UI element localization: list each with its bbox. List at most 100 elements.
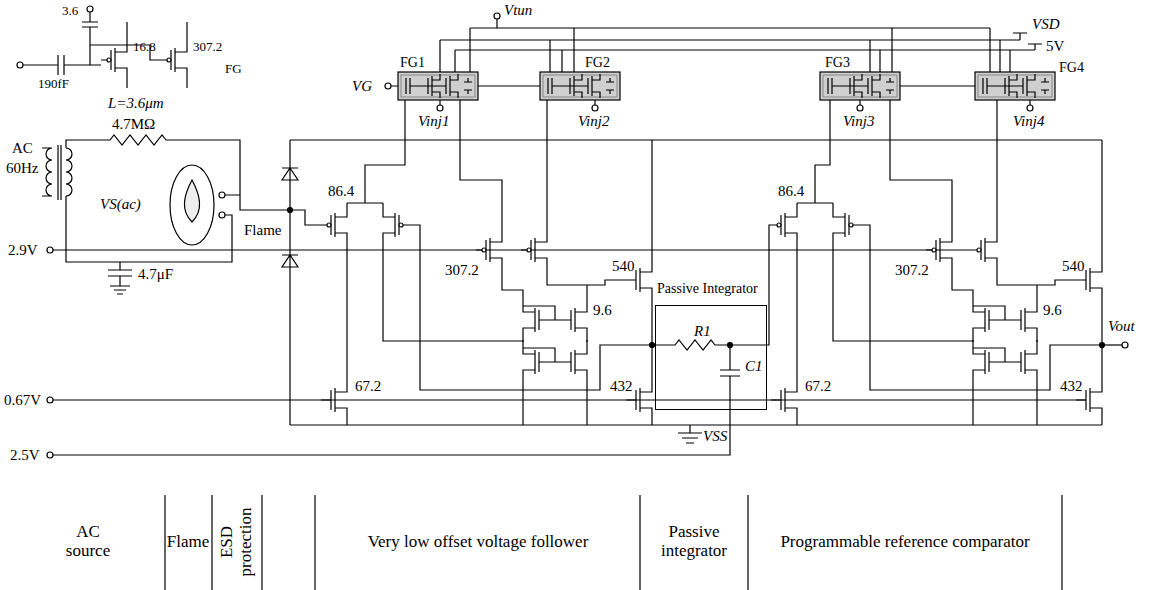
signal-label: 0.67V: [4, 392, 41, 409]
signal-label: L=3.6μm: [108, 95, 164, 112]
signal-label: 432: [610, 378, 633, 395]
fg-wiring: [437, 105, 443, 111]
bias-rails: [47, 247, 53, 253]
fg-wiring: [540, 72, 620, 100]
signal-label: 9.6: [593, 302, 612, 319]
section-label: Very low offset voltage follower: [368, 533, 589, 552]
voltage-follower: [321, 140, 655, 425]
fg-wiring: [365, 13, 1055, 228]
box-label: FG3: [825, 55, 850, 70]
esd-diodes: [290, 210, 321, 225]
signal-label: 9.6: [1043, 302, 1062, 319]
fg-wiring: [385, 83, 391, 89]
ac-source-circuit: [184, 180, 199, 222]
signal-label: VG: [352, 78, 372, 95]
signal-label: Vtun: [504, 2, 532, 19]
fg-cell-symbol: [101, 38, 127, 82]
bias-rails: [47, 397, 53, 403]
floating-gate-box: FG4: [975, 72, 1055, 100]
signal-label: FG: [225, 62, 242, 76]
fg-wiring: [365, 100, 997, 228]
signal-label: Vout: [1108, 318, 1135, 335]
gate-wire: [478, 85, 540, 86]
signal-label: 2.5V: [10, 447, 40, 464]
signal-label: 540: [1062, 258, 1085, 275]
signal-label: 4.7μF: [138, 266, 173, 283]
integrator-parts: [728, 343, 733, 348]
fg-wiring: [592, 105, 598, 111]
ac-source-circuit: [219, 192, 225, 198]
box-label: Passive Integrator: [657, 281, 758, 296]
section-label: ESD protection: [218, 497, 255, 587]
ac-source-circuit: [42, 135, 290, 294]
fg-cell-symbol: [87, 6, 93, 12]
fg-cell-symbol: [161, 38, 187, 82]
esd-diodes: [282, 140, 298, 425]
signal-label: VSS: [703, 428, 727, 445]
fg-wiring: [494, 13, 500, 19]
signal-label: 16.8: [133, 40, 156, 54]
signal-label: 307.2: [193, 40, 222, 54]
box-label: FG4: [1059, 60, 1084, 75]
fg-wiring: [975, 72, 1055, 100]
fg-cell-symbol: [17, 62, 23, 68]
signal-label: Vinj4: [1013, 113, 1044, 130]
fg-wiring: [391, 86, 1030, 105]
ac-source-circuit: [66, 135, 290, 262]
integrator-box: Passive IntegratorR1C1: [655, 305, 767, 410]
signal-label: 2.9V: [8, 242, 38, 259]
signal-label: 60Hz: [6, 160, 39, 177]
signal-label: VS(ac): [100, 196, 141, 213]
floating-gate-box: FG1: [398, 72, 478, 100]
section-label: Flame: [167, 533, 210, 552]
esd-diodes: [282, 140, 321, 425]
floating-gate-box: FG3: [820, 72, 900, 100]
ac-source-circuit: [170, 165, 214, 245]
signal-label: Vinj3: [843, 113, 874, 130]
signal-label: 4.7MΩ: [112, 116, 155, 133]
signal-label: 86.4: [328, 183, 354, 200]
bias-rails: [47, 140, 1102, 458]
signal-label: 5V: [1046, 38, 1064, 55]
signal-label: 190fF: [38, 77, 69, 91]
integrator-parts: [1122, 342, 1128, 348]
ac-source-circuit: [66, 148, 72, 196]
signal-label: Flame: [244, 222, 282, 239]
signal-label: 307.2: [895, 262, 929, 279]
signal-label: 432: [1060, 378, 1083, 395]
ac-source-circuit: [108, 262, 132, 294]
integrator-parts: [652, 225, 1128, 376]
signal-label: VSD: [1032, 16, 1060, 33]
fg-wiring: [820, 72, 900, 100]
fg-wiring: [398, 72, 478, 100]
signal-label: AC: [12, 140, 33, 157]
bias-rails: [678, 425, 702, 443]
fg-wiring: [455, 44, 1042, 72]
bias-rails: [47, 452, 53, 458]
signal-label: 3.6: [62, 4, 78, 18]
signal-label: 86.4: [778, 183, 804, 200]
signal-label: 67.2: [805, 378, 831, 395]
table-separators: [165, 495, 1062, 590]
section-label: Passive integrator: [649, 523, 739, 560]
box-label: FG2: [585, 55, 610, 70]
fg-cell-symbol: [17, 6, 187, 88]
gate-wire: [900, 85, 975, 86]
ac-source-circuit: [219, 212, 225, 218]
fg-wiring: [470, 19, 990, 72]
integrator-parts: [1102, 344, 1122, 345]
signal-label: Vinj1: [418, 113, 449, 130]
bias-rails: [53, 140, 1102, 455]
signal-label: 67.2: [355, 378, 381, 395]
signal-label: Vinj2: [578, 113, 609, 130]
section-label: Programmable reference comparator: [780, 533, 1029, 552]
comparator: [771, 140, 1105, 425]
box-label: FG1: [400, 55, 425, 70]
ac-source-circuit: [42, 145, 61, 200]
floating-gate-box: FG2: [540, 72, 620, 100]
signal-label: 540: [612, 258, 635, 275]
fg-wiring: [857, 105, 863, 111]
integrator-parts: [652, 225, 771, 376]
